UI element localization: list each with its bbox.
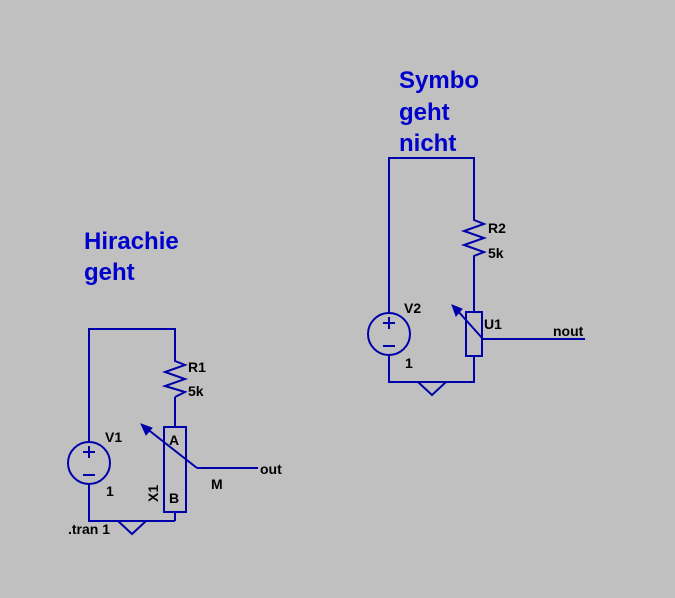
wire-right-bottom[interactable]: [388, 355, 475, 383]
potentiometer-x1[interactable]: [140, 423, 198, 513]
voltage-source-v1[interactable]: [67, 441, 111, 485]
comment-left-line1[interactable]: Hirachie: [84, 228, 179, 255]
comment-left-line2[interactable]: geht: [84, 259, 135, 286]
v1-name-label: V1: [105, 429, 122, 445]
comment-right-line3[interactable]: nicht: [399, 130, 456, 157]
net-label-nout[interactable]: nout: [553, 323, 584, 339]
ground-symbol-right[interactable]: [415, 381, 449, 397]
r1-name-label: R1: [188, 359, 206, 375]
potentiometer-u1[interactable]: [451, 304, 484, 357]
right-circuit: V2 1 R2 5k U1 nout: [367, 157, 585, 397]
voltage-source-v2[interactable]: [367, 312, 411, 356]
comment-right-line1[interactable]: Symbo: [399, 67, 479, 94]
v1-value-label: 1: [106, 483, 114, 499]
r2-value-label: 5k: [488, 245, 504, 261]
left-circuit: V1 1 R1 5k A B M X1 out .tran 1: [67, 328, 282, 537]
r2-name-label: R2: [488, 220, 506, 236]
resistor-r1[interactable]: [161, 357, 189, 398]
x1-pin-b-label: B: [169, 490, 179, 506]
r1-value-label: 5k: [188, 383, 204, 399]
x1-name-label: X1: [145, 485, 161, 502]
wire-left-bottom[interactable]: [88, 484, 175, 522]
comment-right-line2[interactable]: geht: [399, 99, 450, 126]
net-label-out[interactable]: out: [260, 461, 282, 477]
ground-symbol-left[interactable]: [115, 520, 149, 536]
u1-name-label: U1: [484, 316, 502, 332]
resistor-r2[interactable]: [460, 214, 488, 260]
tran-directive[interactable]: .tran 1: [68, 521, 110, 537]
wire-left-top[interactable]: [88, 328, 176, 442]
x1-pin-m-label: M: [211, 476, 223, 492]
wire-right-top[interactable]: [388, 157, 475, 313]
v2-value-label: 1: [405, 355, 413, 371]
x1-pin-a-label: A: [169, 432, 179, 448]
v2-name-label: V2: [404, 300, 421, 316]
